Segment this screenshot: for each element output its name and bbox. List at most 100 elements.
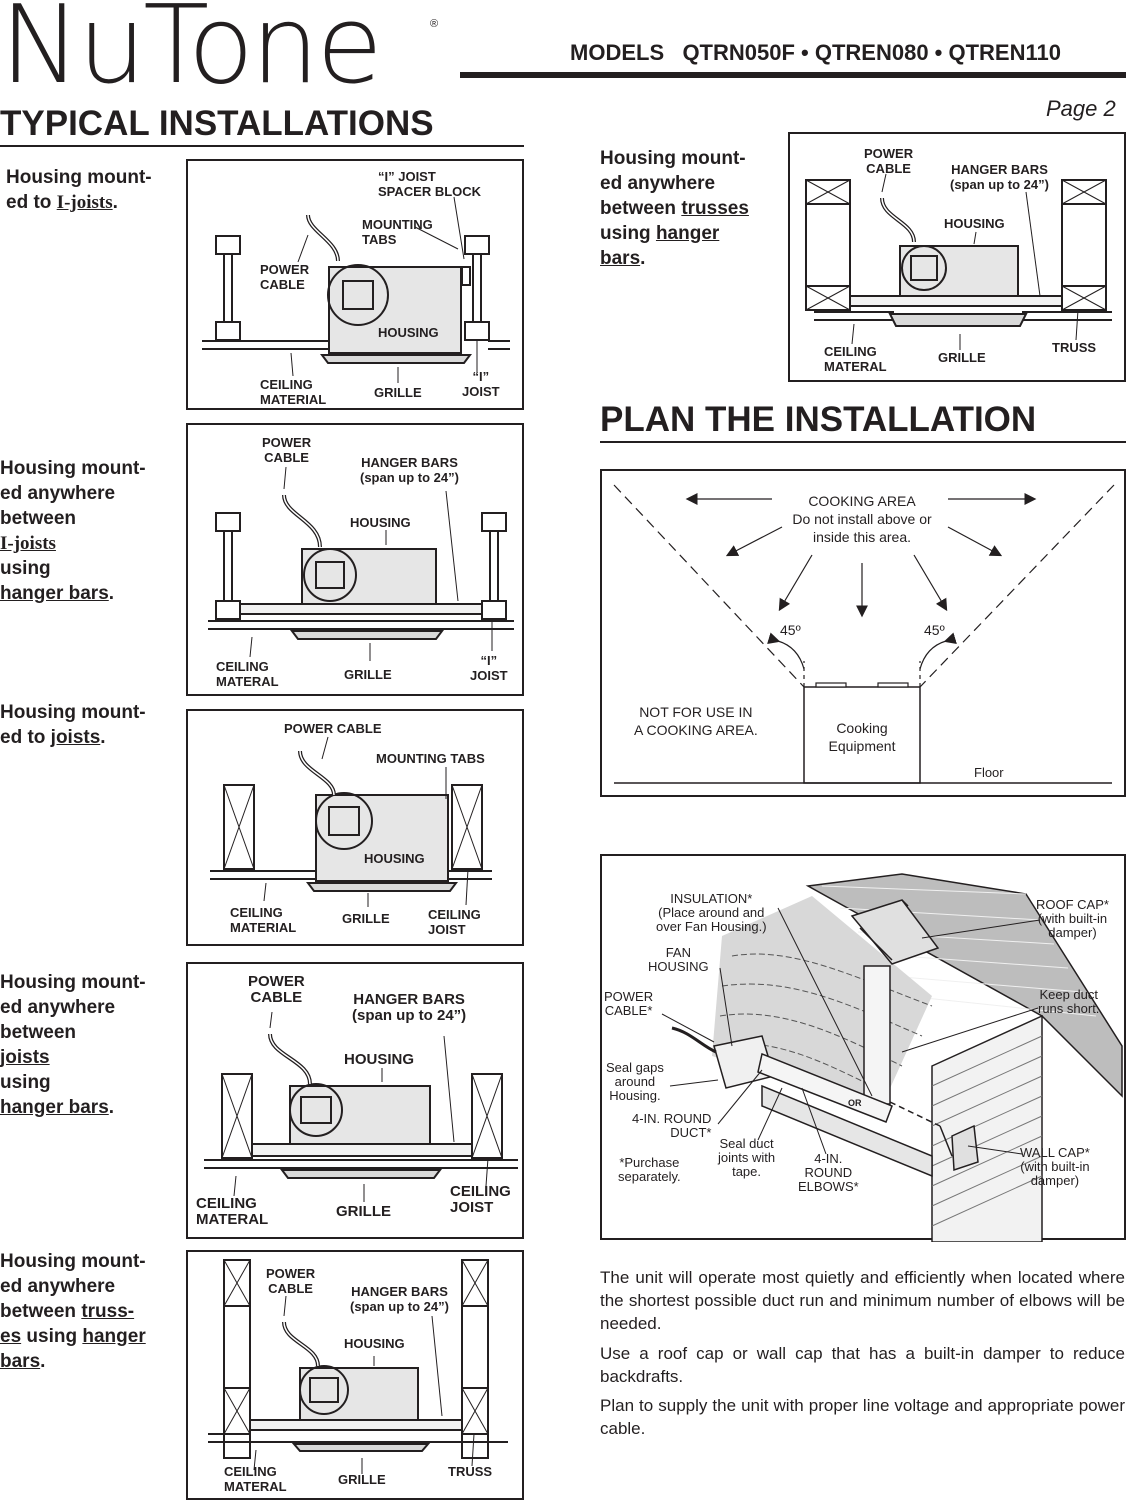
angle-right: 45º bbox=[924, 622, 945, 638]
label-hanger-bars: HANGER BARS (span up to 24”) bbox=[360, 455, 459, 485]
diagram-drawing bbox=[661, 873, 1123, 1242]
caption-text: Housing mount- bbox=[6, 167, 152, 188]
label-mounting-tabs: MOUNTING TABS bbox=[376, 751, 485, 766]
label-round-duct: 4-IN. ROUND DUCT* bbox=[632, 1111, 712, 1140]
label-roof-cap: ROOF CAP* (with built-in damper) bbox=[1036, 897, 1109, 940]
label-power-cable: POWER CABLE bbox=[260, 262, 310, 292]
label-grille: GRILLE bbox=[344, 667, 392, 682]
label-seal-duct: Seal duct joints with tape. bbox=[718, 1136, 776, 1179]
label-power-cable: POWER CABLE bbox=[262, 435, 312, 465]
caption-text: . bbox=[100, 727, 106, 748]
section-title-plan: PLAN THE INSTALLATION bbox=[600, 400, 1037, 439]
label-housing: HOUSING bbox=[378, 325, 439, 340]
label-housing: HOUSING bbox=[344, 1051, 415, 1068]
caption-link: bars bbox=[0, 1351, 41, 1372]
caption-link: hanger bbox=[82, 1326, 146, 1347]
label-ceiling-material: CEILING MATERIAL bbox=[230, 905, 297, 935]
label-power-cable: POWER CABLE bbox=[248, 973, 305, 1006]
diagram-drawing bbox=[210, 736, 492, 907]
label-wall-cap: WALL CAP* (with built-in damper) bbox=[1020, 1145, 1090, 1188]
body-paragraph: Use a roof cap or wall cap that has a bu… bbox=[600, 1344, 1125, 1386]
diagram-ijoist-hanger: POWER CABLE HANGER BARS (span up to 24”)… bbox=[186, 423, 524, 696]
label-power-cable: POWER CABLE bbox=[284, 721, 382, 736]
label-ceiling-material: CEILING MATERAL bbox=[824, 344, 887, 374]
label-purchase-separately: *Purchase separately. bbox=[618, 1155, 681, 1184]
not-for-use-text: NOT FOR USE IN A COOKING AREA. bbox=[634, 704, 758, 738]
title-rule bbox=[600, 441, 1126, 443]
caption-link: hanger bbox=[655, 223, 720, 244]
cooking-equipment-label: Cooking Equipment bbox=[828, 720, 896, 754]
label-power-cable: POWER CABLE* bbox=[604, 989, 654, 1018]
label-power-cable: POWER CABLE bbox=[266, 1266, 316, 1296]
caption-link: bars bbox=[600, 248, 641, 269]
label-i-joist: “I” JOIST bbox=[470, 653, 508, 683]
label-grille: GRILLE bbox=[342, 911, 390, 926]
caption-3: Housing mount-ed to joists. bbox=[0, 702, 146, 748]
caption-text: ed to bbox=[6, 192, 57, 213]
page-number: Page 2 bbox=[1046, 96, 1116, 121]
diagram-joist-hanger: POWER CABLE HANGER BARS (span up to 24”)… bbox=[186, 962, 524, 1239]
section-title-typical: TYPICAL INSTALLATIONS bbox=[0, 104, 434, 143]
caption-link: es bbox=[0, 1326, 22, 1347]
label-ceiling-material: CEILING MATERAL bbox=[216, 659, 279, 689]
diagram-drawing bbox=[613, 484, 1115, 784]
label-power-cable: POWER CABLE bbox=[864, 146, 914, 176]
caption-link: joists bbox=[50, 727, 101, 748]
label-keep-short: Keep duct runs short. bbox=[1038, 987, 1100, 1016]
angle-left: 45º bbox=[780, 622, 801, 638]
diagram-truss-hanger: POWER CABLE HANGER BARS (span up to 24”)… bbox=[186, 1250, 524, 1500]
label-elbows: 4-IN. ROUND ELBOWS* bbox=[798, 1151, 859, 1194]
label-ceiling-material: CEILING MATERAL bbox=[196, 1195, 269, 1228]
registered-mark: ® bbox=[430, 18, 439, 30]
label-ceiling-joist: CEILING JOIST bbox=[450, 1183, 511, 1216]
label-hanger-bars: HANGER BARS (span up to 24”) bbox=[950, 162, 1049, 192]
header-rule bbox=[460, 72, 1126, 78]
label-spacer-block: “I” JOIST SPACER BLOCK bbox=[378, 169, 482, 199]
diagram-cooking-area: COOKING AREA Do not install above or ins… bbox=[600, 469, 1126, 797]
caption-link: hanger bars bbox=[0, 583, 109, 604]
brand-logo: NuTone bbox=[0, 0, 383, 108]
label-insulation: INSULATION* (Place around and over Fan H… bbox=[656, 891, 767, 934]
caption-1: Housing mount- ed to I-joists. bbox=[6, 165, 176, 215]
label-or: OR bbox=[848, 1098, 862, 1108]
caption-link: trusses bbox=[681, 198, 749, 219]
diagram-truss-hanger-top: POWER CABLE HANGER BARS (span up to 24”)… bbox=[788, 132, 1126, 382]
cooking-area-text: COOKING AREA Do not install above or ins… bbox=[792, 493, 932, 545]
caption-text: . bbox=[108, 1097, 115, 1118]
label-ceiling-material: CEILING MATERIAL bbox=[260, 377, 327, 407]
caption-text: . bbox=[112, 192, 118, 213]
label-housing: HOUSING bbox=[344, 1336, 405, 1351]
label-truss: TRUSS bbox=[1052, 340, 1097, 355]
body-paragraph: Plan to supply the unit with proper line… bbox=[600, 1396, 1125, 1438]
label-grille: GRILLE bbox=[938, 350, 986, 365]
diagram-drawing bbox=[805, 173, 1112, 350]
label-ceiling-joist: CEILING JOIST bbox=[428, 907, 481, 937]
caption-link: hanger bars bbox=[0, 1097, 109, 1118]
models-line: MODELS QTRN050F • QTREN080 • QTREN110 bbox=[570, 40, 1061, 65]
label-grille: GRILLE bbox=[336, 1203, 391, 1220]
diagram-joist-direct: POWER CABLE MOUNTING TABS HOUSING CEILIN… bbox=[186, 709, 524, 946]
label-fan-housing: FAN HOUSING bbox=[648, 945, 709, 974]
body-paragraph: The unit will operate most quietly and e… bbox=[600, 1268, 1125, 1333]
label-truss: TRUSS bbox=[448, 1464, 493, 1479]
label-mounting-tabs: MOUNTING TABS bbox=[362, 217, 433, 247]
caption-link: truss- bbox=[81, 1301, 135, 1322]
label-housing: HOUSING bbox=[944, 216, 1005, 231]
label-housing: HOUSING bbox=[364, 851, 425, 866]
caption-link: joists bbox=[0, 1047, 50, 1068]
diagram-venting: INSULATION* (Place around and over Fan H… bbox=[600, 854, 1126, 1242]
label-hanger-bars: HANGER BARS (span up to 24”) bbox=[352, 991, 467, 1024]
diagram-drawing bbox=[208, 1259, 508, 1474]
diagram-ijoist-direct: “I” JOIST SPACER BLOCK MOUNTING TABS POW… bbox=[186, 159, 524, 410]
diagram-drawing bbox=[202, 196, 510, 383]
label-i-joist: “I” JOIST bbox=[462, 369, 500, 399]
caption-link: I-joists bbox=[56, 192, 113, 213]
label-hanger-bars: HANGER BARS (span up to 24”) bbox=[350, 1284, 449, 1314]
title-rule bbox=[0, 145, 524, 147]
label-grille: GRILLE bbox=[338, 1472, 386, 1487]
caption-text: . bbox=[108, 583, 115, 604]
